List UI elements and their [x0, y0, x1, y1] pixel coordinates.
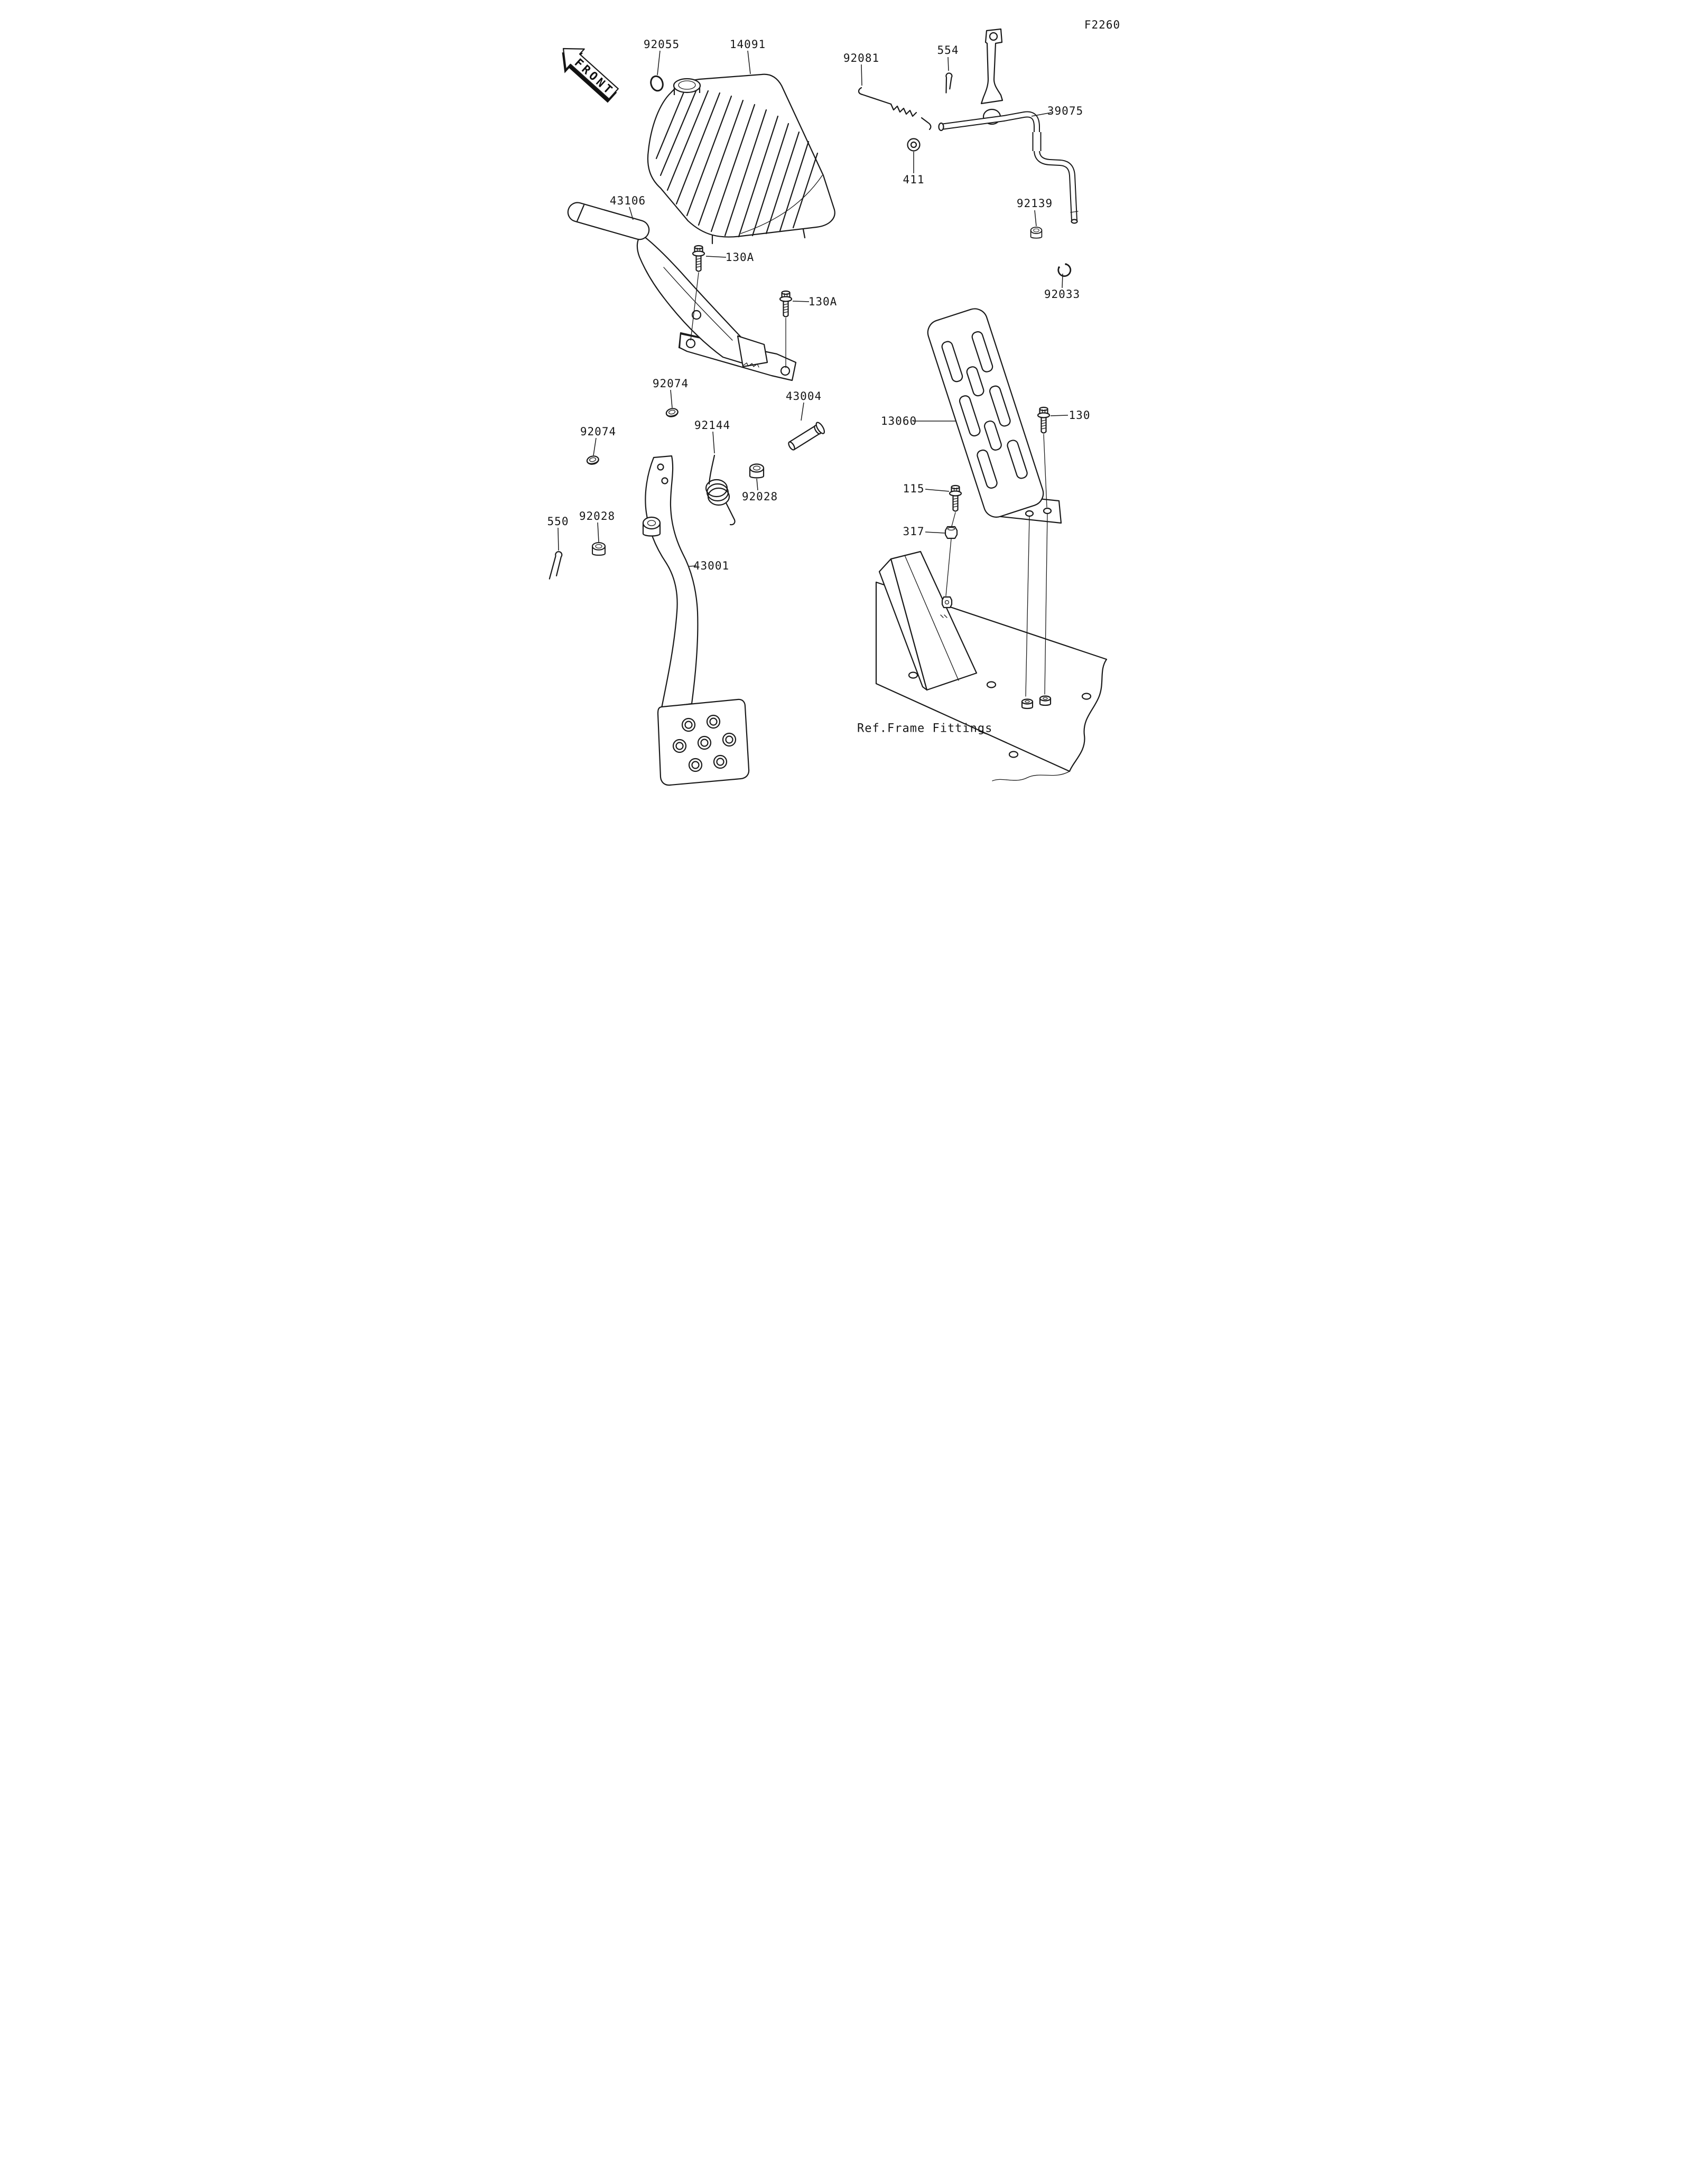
part-callout-43001: 43001: [693, 559, 730, 572]
part-callout-92028_2: 92028: [579, 510, 616, 522]
part-550-cotter-pin-drawing: [549, 551, 563, 580]
leader-line-92081: [861, 64, 862, 86]
leader-line-92074_2: [593, 437, 597, 456]
part-callout-43106: 43106: [609, 194, 646, 207]
part-callout-92081: 92081: [843, 52, 880, 64]
plate-weld-nut-2: [1039, 695, 1052, 706]
leader-line-317: [925, 531, 945, 534]
part-92055-oring-drawing: [650, 75, 664, 92]
part-callout-317: 317: [903, 525, 925, 538]
leader-line-115: [925, 489, 950, 492]
front-label: FRONT: [572, 57, 617, 99]
part-554-cotter-pin-drawing: [945, 72, 953, 94]
part-callout-130A_2: 130A: [808, 295, 838, 308]
part-43001-brake-pedal-drawing: [642, 455, 750, 786]
leader-line-43004: [801, 402, 804, 421]
part-43106-lever-drawing: [567, 202, 797, 381]
part-callout-411: 411: [903, 173, 925, 186]
part-115-bolt-drawing: [949, 484, 962, 527]
part-callout-130A_1: 130A: [725, 251, 755, 264]
part-130-bolt-drawing: [1037, 406, 1051, 508]
leader-line-92028_1: [756, 478, 758, 491]
part-callout-13060: 13060: [880, 415, 917, 427]
part-callout-92144: 92144: [694, 419, 731, 432]
part-14091-cover-drawing: [647, 73, 835, 245]
part-317-nut-drawing: [944, 526, 958, 596]
part-callout-130: 130: [1069, 409, 1091, 422]
leader-line-92144: [712, 431, 715, 454]
ref-frame-fittings-label: Ref.Frame Fittings: [857, 722, 993, 735]
leader-line-92074_1: [670, 389, 673, 408]
part-callout-115: 115: [903, 482, 925, 495]
leader-line-130: [1050, 415, 1069, 416]
part-callout-92055: 92055: [643, 38, 680, 51]
pedal-stop-bracket-drawing: [878, 550, 978, 691]
part-callout-14091: 14091: [729, 38, 766, 51]
part-callout-554: 554: [937, 44, 959, 57]
leader-line-39075: [1031, 112, 1052, 117]
part-39075-rod-drawing: [938, 28, 1079, 224]
part-92028-bushing-2-drawing: [592, 542, 606, 556]
part-92144-spring-drawing: [705, 454, 736, 526]
parts-diagram-page: FRONT F2260 Ref.Frame Fittings 92055 1409…: [528, 0, 1163, 819]
part-43004-clevis-pin-drawing: [788, 422, 825, 451]
part-callout-92139: 92139: [1016, 197, 1053, 210]
part-92028-bushing-1-drawing: [749, 463, 765, 479]
diagram-line-art: FRONT: [549, 28, 1108, 786]
part-130a-bolt-1-drawing: [690, 245, 705, 341]
leader-line-92028_2: [597, 522, 599, 543]
leader-line-92139: [1034, 210, 1037, 227]
leader-lines: [558, 50, 1069, 567]
leader-line-14091: [747, 50, 751, 74]
part-callout-92074_2: 92074: [580, 425, 617, 438]
part-callout-43004: 43004: [785, 390, 822, 403]
leader-line-554: [947, 57, 949, 71]
plate-weld-nut-1: [1021, 698, 1034, 710]
leader-line-550: [558, 527, 559, 551]
part-130a-bolt-2-drawing: [779, 290, 793, 368]
part-13060-accel-pedal-drawing: [927, 308, 1062, 697]
front-arrow: FRONT: [562, 48, 619, 103]
part-callout-92033: 92033: [1044, 288, 1081, 301]
part-92074-cap-2-drawing: [586, 454, 600, 466]
leader-line-92033: [1062, 273, 1063, 288]
figure-code: F2260: [1084, 18, 1121, 31]
part-callout-92028_1: 92028: [741, 490, 778, 503]
part-411-washer-drawing: [907, 138, 921, 152]
part-callout-39075: 39075: [1047, 105, 1084, 117]
part-92033-clip-drawing: [1057, 263, 1072, 277]
leader-line-130A_1: [705, 256, 727, 258]
part-callout-550: 550: [547, 515, 569, 528]
part-92139-bushing-drawing: [1030, 227, 1043, 239]
leader-line-43106: [629, 207, 634, 220]
part-92074-cap-1-drawing: [665, 407, 680, 418]
part-92081-spring-drawing: [858, 87, 932, 130]
leader-line-130A_2: [792, 301, 810, 302]
part-callout-92074_1: 92074: [652, 377, 689, 390]
leader-line-92055: [657, 50, 661, 76]
